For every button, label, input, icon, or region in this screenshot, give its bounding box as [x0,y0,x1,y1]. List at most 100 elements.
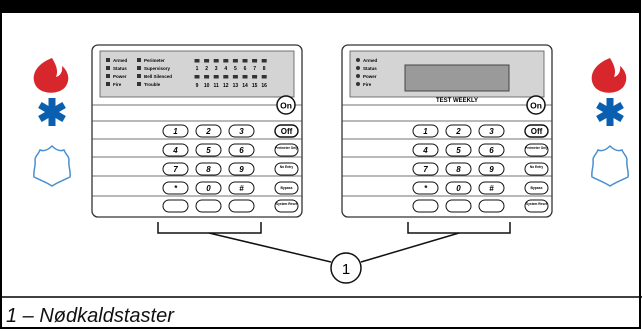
key-1[interactable]: 1 [162,124,189,138]
key-6[interactable]: 6 [478,143,505,157]
key-2[interactable]: 2 [195,124,222,138]
police-shield-icon [33,144,71,187]
zone-led [223,59,229,63]
key-label: 4 [422,146,428,155]
key-label: 7 [173,165,178,174]
key-0[interactable]: 0 [445,181,472,195]
zone-led [204,75,210,79]
on-button-label: On [530,101,542,111]
key-3[interactable]: 3 [228,124,255,138]
key-8[interactable]: 8 [445,162,472,176]
key-4[interactable]: 4 [412,143,439,157]
status-led-label: Armed [113,58,128,63]
key-label: 5 [206,146,211,155]
zone-number: 16 [261,83,267,89]
on-button[interactable] [276,95,296,115]
emergency-key-medical[interactable] [445,199,472,213]
key-3[interactable]: 3 [478,124,505,138]
on-button[interactable] [526,95,546,115]
key-label: 1 [423,127,428,136]
zone-number: 1 [196,66,199,72]
key-8[interactable]: 8 [195,162,222,176]
zone-led [213,75,219,79]
side-button-label: Perimeter Only [525,146,548,150]
zone-led [261,59,267,63]
off-button[interactable]: Off [274,124,299,138]
emergency-key-police[interactable] [228,199,255,213]
status-led-label: Power [113,74,127,79]
right-keypad: Armed Status Power Fire TEST WEEKLY On 1… [341,44,553,218]
zone-led [242,59,248,63]
emergency-key-medical[interactable] [195,199,222,213]
key-label: 7 [423,165,428,174]
key-label: 8 [206,165,211,174]
side-button-label: System Reset [276,202,298,206]
key-1[interactable]: 1 [412,124,439,138]
zone-number: 3 [215,66,218,72]
zone-led [194,59,200,63]
key-label: 5 [456,146,461,155]
zone-number: 5 [234,66,237,72]
key-0[interactable]: 0 [195,181,222,195]
key-4[interactable]: 4 [162,143,189,157]
lcd-display [404,64,510,92]
bypass-button[interactable]: Bypass [524,181,549,195]
zone-led [213,59,219,63]
bypass-button[interactable]: Bypass [274,181,299,195]
system-reset-button[interactable]: System Reset [274,199,299,213]
key-label: 4 [172,146,178,155]
medical-star-icon [38,98,66,126]
key-label: * [424,184,428,193]
display-text: TEST WEEKLY [436,98,478,104]
key-2[interactable]: 2 [445,124,472,138]
on-button-label: On [280,101,292,111]
zone-number: 6 [244,66,247,72]
emergency-key-fire[interactable] [162,199,189,213]
medical-star-icon [596,98,624,126]
zone-led [252,75,258,79]
status-led-label: Fire [113,82,122,87]
zone-number: 11 [214,83,220,89]
emergency-key-fire[interactable] [412,199,439,213]
side-button-label: System Reset [526,202,548,206]
key-label: # [489,184,494,193]
zone-number: 2 [205,66,208,72]
key-label: 8 [456,165,461,174]
zone-led [242,75,248,79]
perimeter-only-button[interactable]: Perimeter Only [274,143,299,157]
side-button-label: No Entry [530,165,544,169]
key-6[interactable]: 6 [228,143,255,157]
key-9[interactable]: 9 [478,162,505,176]
key-7[interactable]: 7 [412,162,439,176]
key-label: 3 [489,127,494,136]
key-hash[interactable]: # [478,181,505,195]
key-5[interactable]: 5 [195,143,222,157]
key-star[interactable]: * [412,181,439,195]
side-button-label: Bypass [530,186,542,190]
zone-led-label: Supervisory [144,66,171,71]
emergency-key-police[interactable] [478,199,505,213]
key-7[interactable]: 7 [162,162,189,176]
key-9[interactable]: 9 [228,162,255,176]
off-button[interactable]: Off [524,124,549,138]
no-entry-button[interactable]: No Entry [524,162,549,176]
key-5[interactable]: 5 [445,143,472,157]
key-hash[interactable]: # [228,181,255,195]
key-label: 2 [205,127,211,136]
status-led-label: Status [113,66,127,71]
status-led-label: Status [363,66,377,71]
off-button-label: Off [531,127,543,136]
key-label: * [174,184,178,193]
side-button-label: Bypass [280,186,292,190]
zone-number: 7 [253,66,256,72]
zone-number: 9 [196,83,199,89]
system-reset-button[interactable]: System Reset [524,199,549,213]
zone-led [232,59,238,63]
perimeter-only-button[interactable]: Perimeter Only [524,143,549,157]
key-star[interactable]: * [162,181,189,195]
no-entry-button[interactable]: No Entry [274,162,299,176]
key-label: 9 [489,165,494,174]
key-label: 2 [455,127,461,136]
